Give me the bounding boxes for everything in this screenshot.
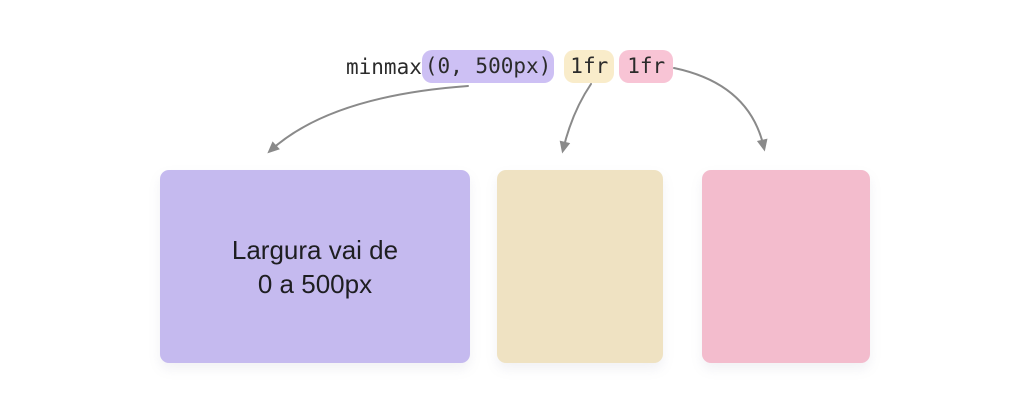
grid-column-second [497, 170, 663, 363]
column-first-label-line-2: 0 a 500px [257, 268, 373, 299]
column-first-label: Largura vai de 0 a 500px [232, 233, 398, 301]
grid-column-first: Largura vai de 0 a 500px [160, 170, 470, 363]
code-fr-second-highlight: 1fr [619, 49, 674, 84]
column-first-label-line-1: Largura vai de [231, 234, 399, 265]
arrow-fr-second-to-column-third [673, 67, 768, 152]
arrow-fr-first-to-column-second [559, 83, 592, 154]
code-minmax-args-highlight: (0, 500px) [421, 49, 555, 84]
code-fr-first-highlight: 1fr [564, 49, 615, 84]
grid-template-columns-code: minmax (0, 500px) 1fr 1fr [346, 49, 674, 84]
arrow-minmax-to-column-first [267, 85, 469, 154]
grid-column-third [702, 170, 870, 363]
code-minmax-function-name: minmax [346, 54, 422, 79]
